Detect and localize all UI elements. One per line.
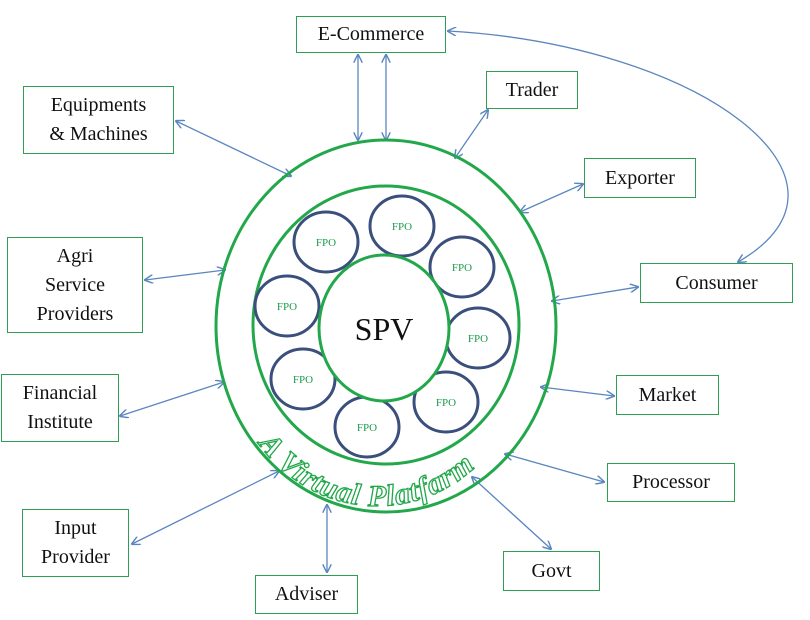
arrow-agri-service: [145, 270, 225, 280]
adviser-box: Adviser: [255, 575, 358, 614]
fpo-label: FPO: [357, 422, 377, 434]
consumer-box: Consumer: [640, 263, 793, 303]
fpo-circle: [368, 194, 436, 258]
fpo-circle: [292, 210, 360, 274]
arrow-exporter: [520, 184, 583, 212]
ecommerce-box: E-Commerce: [296, 16, 446, 53]
fpo-label: FPO: [316, 237, 336, 249]
spv-core: [317, 253, 451, 403]
fpo-circle: [269, 347, 337, 411]
processor-box: Processor: [607, 463, 735, 502]
arrow-govt: [472, 477, 551, 549]
middle-ring: [251, 184, 521, 466]
trader-box: Trader: [486, 71, 578, 109]
arrow-processor: [505, 454, 604, 482]
arrow-input-provider: [132, 471, 279, 544]
spv-label: SPV: [355, 311, 414, 347]
fpo-circle: [412, 370, 480, 434]
govt-box: Govt: [503, 551, 600, 591]
arrow-consumer: [552, 287, 638, 301]
fpo-label: FPO: [277, 301, 297, 313]
fpo-label: FPO: [392, 221, 412, 233]
market-box: Market: [616, 375, 719, 415]
fpo-circle: [253, 274, 321, 338]
arrow-trader: [455, 110, 488, 158]
input-provider-box: Input Provider: [22, 509, 129, 577]
fpo-circle: [428, 235, 496, 299]
financial-institute-box: Financial Institute: [1, 374, 119, 442]
arrow-financial-institute: [120, 382, 224, 416]
agri-service-providers-box: Agri Service Providers: [7, 237, 143, 333]
arrow-market: [541, 387, 614, 396]
fpo-label: FPO: [452, 262, 472, 274]
equipments-machines-box: Equipments & Machines: [23, 86, 174, 154]
fpo-label: FPO: [436, 397, 456, 409]
exporter-box: Exporter: [584, 158, 696, 198]
arrow-ecommerce-consumer: [448, 31, 789, 262]
outer-ring: [214, 138, 558, 514]
fpo-label: FPO: [468, 333, 488, 345]
fpo-label: FPO: [293, 374, 313, 386]
connector-arrows: [120, 31, 789, 572]
arrow-equipments: [176, 121, 291, 176]
